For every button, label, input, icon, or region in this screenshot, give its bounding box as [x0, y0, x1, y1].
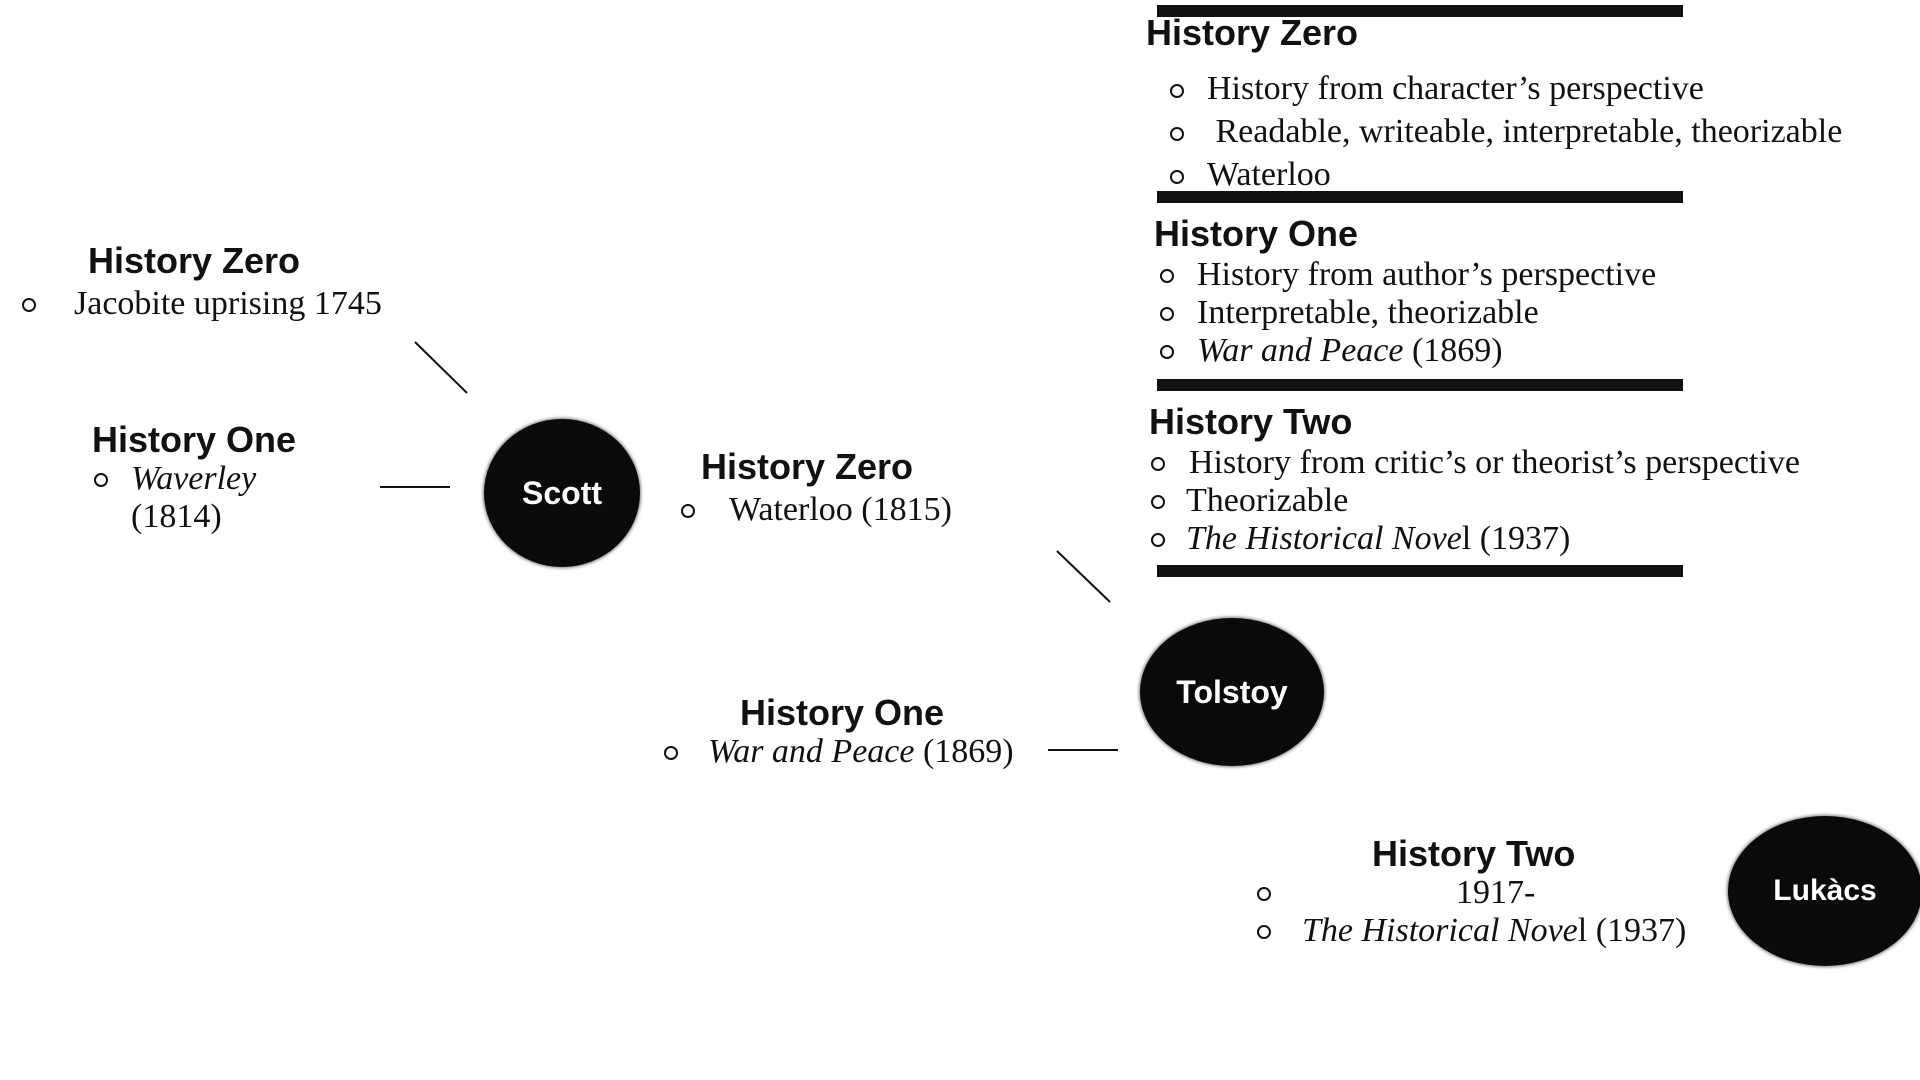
- summary-two-item-1: History from critic’s or theorist’s pers…: [1189, 444, 1800, 481]
- tolstoy-one-item-title: War and Peace: [708, 733, 915, 770]
- scott-one-item-title: Waverley: [131, 460, 257, 497]
- bullet-icon: [664, 746, 678, 760]
- list-item: Waterloo: [0, 153, 1842, 196]
- summary-one-item-2: Interpretable, theorizable: [1197, 294, 1539, 331]
- node-lukacs: Lukàcs: [1730, 818, 1920, 964]
- bullet-icon: [1170, 127, 1184, 141]
- lukacs-two-item-text: 1917-: [1456, 874, 1536, 911]
- summary-divider-bottom: [1157, 565, 1683, 577]
- node-lukacs-label: Lukàcs: [1773, 874, 1877, 907]
- tolstoy-history-zero: History Zero Waterloo (1815): [0, 447, 952, 529]
- lukacs-two-heading: History Two: [1372, 833, 1576, 874]
- list-item: History from character’s perspective: [0, 67, 1842, 110]
- summary-two-item-3-suffix: l (1937): [1461, 520, 1571, 557]
- scott-zero-item-text: Jacobite uprising 1745: [74, 285, 382, 322]
- bullet-icon: [1170, 84, 1184, 98]
- lukacs-two-item-title: The Historical Nove: [1302, 912, 1578, 949]
- list-item: Waverley: [0, 460, 296, 498]
- list-item: History from critic’s or theorist’s pers…: [0, 444, 1800, 482]
- bullet-icon: [1257, 925, 1271, 939]
- summary-divider-1: [1157, 191, 1683, 203]
- scott-history-zero: History Zero Jacobite uprising 1745: [0, 241, 382, 323]
- bullet-icon: [1160, 269, 1174, 283]
- connector-scott-zero: [414, 341, 468, 394]
- tolstoy-zero-item-text: Waterloo (1815): [729, 491, 952, 528]
- scott-one-item-year: (1814): [131, 498, 222, 535]
- summary-history-zero: History Zero History from character’s pe…: [0, 13, 1842, 196]
- bullet-icon: [1160, 345, 1174, 359]
- list-item: The Historical Novel (1937): [0, 912, 1686, 950]
- list-item: Readable, writeable, interpretable, theo…: [0, 110, 1842, 153]
- summary-two-item-3-title: The Historical Nove: [1186, 520, 1462, 557]
- bullet-icon: [1170, 170, 1184, 184]
- lukacs-two-item-suffix: l (1937): [1577, 912, 1687, 949]
- summary-divider-2: [1157, 379, 1683, 391]
- list-item: War and Peace (1869): [0, 332, 1656, 370]
- node-tolstoy: Tolstoy: [1142, 620, 1322, 764]
- summary-two-item-2: Theorizable: [1186, 482, 1349, 519]
- node-tolstoy-label: Tolstoy: [1176, 673, 1288, 710]
- tolstoy-one-item-year: (1869): [914, 733, 1014, 770]
- bullet-icon: [1151, 495, 1165, 509]
- lukacs-history-two: History Two 1917- The Historical Novel (…: [0, 834, 1686, 950]
- bullet-icon: [22, 298, 36, 312]
- tolstoy-zero-heading: History Zero: [701, 446, 914, 487]
- list-item: Theorizable: [0, 482, 1800, 520]
- scott-zero-heading: History Zero: [88, 240, 301, 281]
- summary-history-two: History Two History from critic’s or the…: [0, 402, 1800, 558]
- scott-history-one: History One Waverley (1814): [0, 420, 296, 536]
- summary-two-heading: History Two: [1149, 401, 1353, 442]
- connector-tolstoy-zero: [1056, 550, 1111, 603]
- tolstoy-one-heading: History One: [740, 692, 945, 733]
- summary-zero-item-1: History from character’s perspective: [1207, 70, 1704, 107]
- summary-zero-item-2: Readable, writeable, interpretable, theo…: [1207, 113, 1843, 150]
- list-item: Waterloo (1815): [0, 491, 952, 529]
- bullet-icon: [1151, 533, 1165, 547]
- list-item: History from author’s perspective: [0, 256, 1656, 294]
- list-item: War and Peace (1869): [0, 733, 1014, 771]
- bullet-icon: [1160, 307, 1174, 321]
- list-item: Jacobite uprising 1745: [0, 285, 382, 323]
- tolstoy-history-one: History One War and Peace (1869): [0, 693, 1014, 771]
- list-item: Interpretable, theorizable: [0, 294, 1656, 332]
- list-item: 1917-: [0, 874, 1686, 912]
- bullet-icon: [1151, 457, 1165, 471]
- bullet-icon: [1257, 887, 1271, 901]
- bullet-icon: [94, 473, 108, 487]
- summary-zero-item-3: Waterloo: [1207, 156, 1331, 193]
- summary-history-one: History One History from author’s perspe…: [0, 214, 1656, 370]
- scott-one-heading: History One: [92, 419, 297, 460]
- list-item: The Historical Novel (1937): [0, 520, 1800, 558]
- summary-one-item-3-title: War and Peace: [1197, 332, 1404, 369]
- summary-one-item-1: History from author’s perspective: [1197, 256, 1657, 293]
- summary-divider-top: [1157, 5, 1683, 17]
- bullet-icon: [681, 504, 695, 518]
- node-scott-label: Scott: [522, 474, 602, 511]
- summary-zero-heading: History Zero: [1146, 12, 1359, 53]
- summary-one-item-3-suffix: (1869): [1403, 332, 1503, 369]
- node-scott: Scott: [486, 421, 638, 565]
- summary-one-heading: History One: [1154, 213, 1359, 254]
